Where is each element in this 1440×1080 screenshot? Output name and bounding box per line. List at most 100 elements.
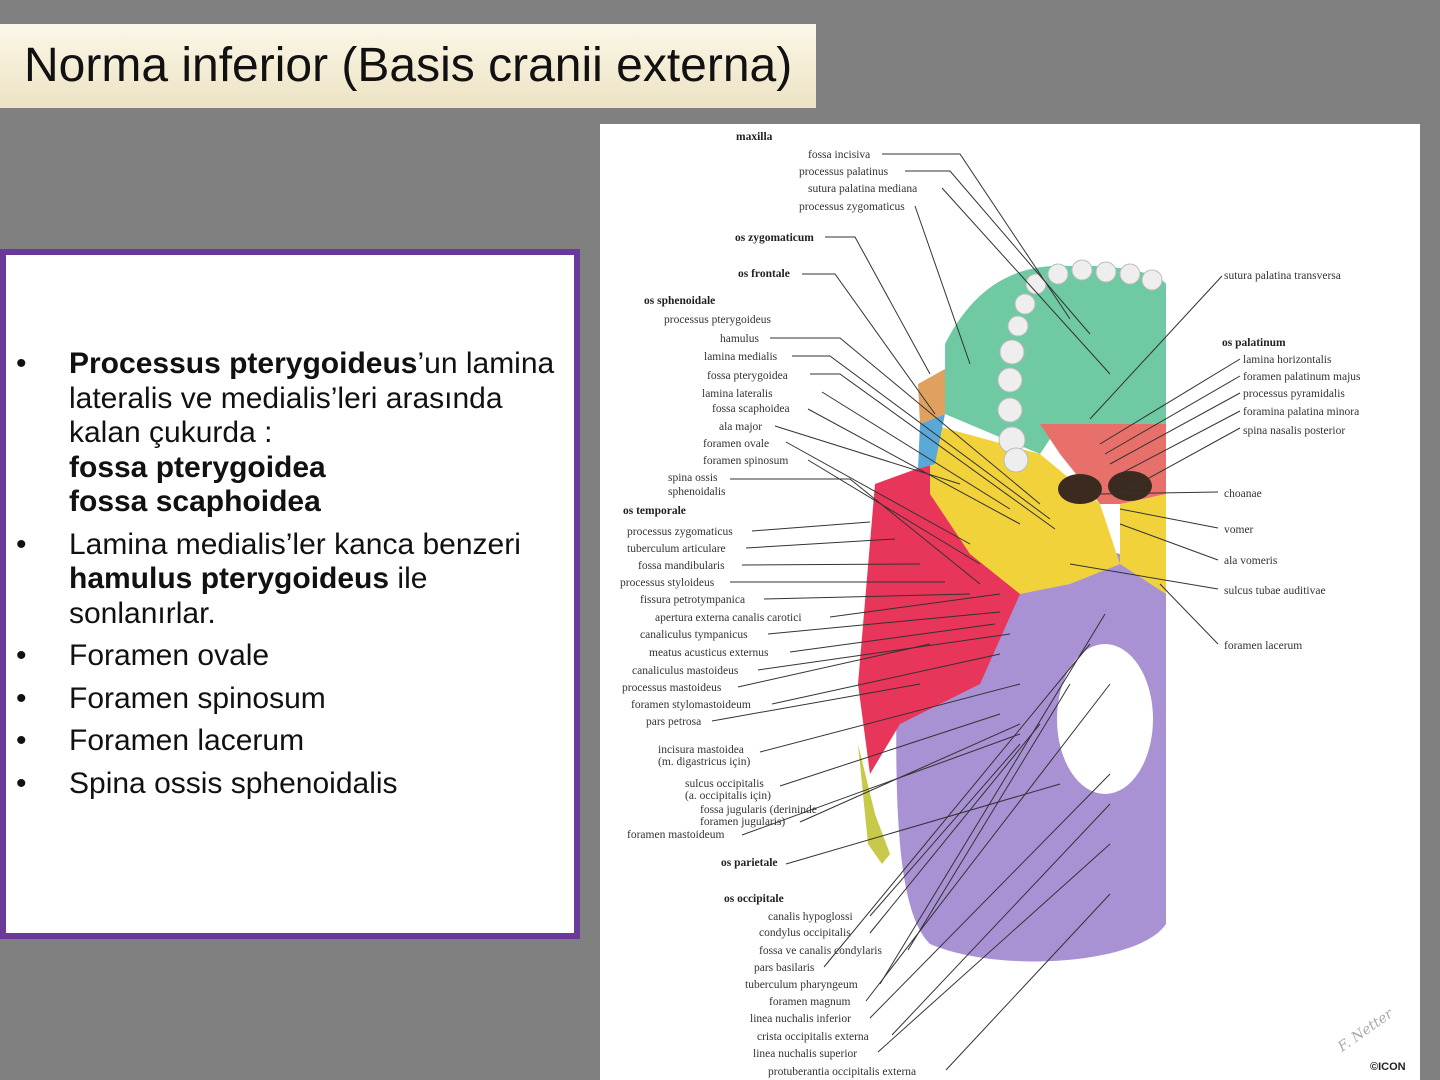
bullet-marker: •	[16, 639, 27, 672]
label-foramen-palatinum-majus: foramen palatinum majus	[1243, 371, 1361, 383]
foramen-magnum	[1057, 644, 1153, 794]
label-sulcus-tubae: sulcus tubae auditivae	[1224, 585, 1326, 597]
label-foramina-palatina-minora: foramina palatina minora	[1243, 406, 1359, 418]
label-spina-ossis-2: sphenoidalis	[668, 486, 726, 498]
label-processus-pyramidalis: processus pyramidalis	[1243, 388, 1345, 400]
zygomatic-region	[918, 414, 945, 469]
label-lamina-horizontalis: lamina horizontalis	[1243, 354, 1332, 366]
bullet-marker: •	[16, 766, 27, 800]
label-foramen-ovale: foramen ovale	[703, 438, 769, 450]
label-processus-palatinus: processus palatinus	[799, 166, 889, 178]
label-condylus-occipitalis: condylus occipitalis	[759, 927, 851, 939]
label-os-temporale: os temporale	[623, 505, 686, 517]
bullet-item-3: • Foramen ovale	[6, 639, 576, 674]
label-os-sphenoidale: os sphenoidale	[644, 295, 715, 307]
label-fossa-jug-2: foramen jugularis)	[700, 816, 785, 828]
label-fossa-pterygoidea: fossa pterygoidea	[707, 370, 788, 382]
label-fossa-mandibularis: fossa mandibularis	[638, 560, 725, 572]
label-lamina-medialis: lamina medialis	[704, 351, 778, 363]
label-canaliculus-mastoideus: canaliculus mastoideus	[632, 665, 739, 677]
left-labels: maxilla fossa incisiva processus palatin…	[620, 131, 917, 1078]
label-tuberculum-articulare: tuberculum articulare	[627, 543, 726, 555]
label-foramen-lacerum: foramen lacerum	[1224, 640, 1302, 652]
title-bar: Norma inferior (Basis cranii externa)	[0, 24, 816, 108]
content-textbox: • Processus pterygoideus’un lamina later…	[0, 249, 580, 939]
right-labels: sutura palatina transversa os palatinum …	[1222, 270, 1361, 652]
label-choanae: choanae	[1224, 488, 1262, 500]
label-processus-zygomaticus-temp: processus zygomaticus	[627, 526, 733, 538]
bullet-item-2: • Lamina medialis’ler kanca benzeri hamu…	[6, 528, 576, 632]
bullet-1-text: ’un lamina lateralis ve medialis’leri ar…	[69, 347, 555, 449]
label-lamina-lateralis: lamina lateralis	[702, 388, 773, 400]
label-fossa-jug-1: fossa jugularis (derininde	[700, 804, 817, 816]
label-canalis-hypoglossi: canalis hypoglossi	[768, 911, 853, 923]
label-os-parietale: os parietale	[721, 857, 778, 869]
label-sutura-palatina-transversa: sutura palatina transversa	[1224, 270, 1341, 282]
label-os-frontale: os frontale	[738, 268, 790, 280]
label-foramen-stylomastoideum: foramen stylomastoideum	[631, 699, 751, 711]
bullet-item-6: • Spina ossis sphenoidalis	[6, 767, 576, 802]
label-linea-nuchalis-inferior: linea nuchalis inferior	[750, 1013, 851, 1025]
label-fossa-canalis-condylaris: fossa ve canalis condylaris	[759, 945, 882, 957]
bullet-2-bold: hamulus pterygoideus	[69, 562, 390, 595]
label-apertura-externa: apertura externa canalis carotici	[655, 612, 802, 624]
label-tuberculum-pharyngeum: tuberculum pharyngeum	[745, 979, 858, 991]
teeth	[997, 259, 1163, 473]
bullet-5-text: Foramen lacerum	[69, 724, 305, 757]
bullet-item-5: • Foramen lacerum	[6, 724, 576, 759]
bullet-item-4: • Foramen spinosum	[6, 682, 576, 717]
label-foramen-magnum: foramen magnum	[769, 996, 850, 1008]
bullet-2-post: ile sonlanırlar.	[69, 562, 428, 630]
bullet-3-text: Foramen ovale	[69, 639, 270, 672]
label-vomer: vomer	[1224, 524, 1254, 536]
label-pars-petrosa: pars petrosa	[646, 716, 701, 728]
netter-signature: F. Netter	[1334, 1005, 1397, 1056]
label-canaliculus-tympanicus: canaliculus tympanicus	[640, 629, 748, 641]
label-os-occipitale: os occipitale	[724, 893, 784, 905]
label-protuberantia: protuberantia occipitalis externa	[768, 1066, 916, 1078]
anatomy-svg: maxilla fossa incisiva processus palatin…	[620, 131, 1406, 1078]
label-fissura-petrotympanica: fissura petrotympanica	[640, 594, 745, 606]
bullet-marker: •	[16, 527, 27, 561]
label-linea-nuchalis-superior: linea nuchalis superior	[753, 1048, 857, 1060]
label-processus-zygomaticus-max: processus zygomaticus	[799, 201, 905, 213]
label-spina-ossis-1: spina ossis	[668, 472, 718, 484]
label-foramen-mastoideum: foramen mastoideum	[627, 829, 724, 841]
bullet-6-text: Spina ossis sphenoidalis	[69, 766, 398, 800]
bullet-2-pre: Lamina medialis’ler kanca benzeri	[69, 527, 521, 561]
label-foramen-spinosum: foramen spinosum	[703, 455, 788, 467]
parietal-region	[858, 744, 890, 864]
label-meatus-acusticus: meatus acusticus externus	[649, 647, 769, 659]
choanae-opening-right	[1108, 471, 1152, 501]
choanae-opening	[1058, 474, 1102, 504]
label-fossa-scaphoidea: fossa scaphoidea	[712, 403, 790, 415]
label-pars-basilaris: pars basilaris	[754, 962, 815, 974]
bullet-marker: •	[16, 724, 27, 757]
label-sulcus-occ-2: (a. occipitalis için)	[685, 790, 771, 802]
bullet-1-bold: Processus pterygoideus	[69, 347, 418, 380]
sphenoid-region	[930, 424, 1120, 594]
icon-logo: ©ICON	[1370, 1061, 1406, 1073]
label-sulcus-occ-1: sulcus occipitalis	[685, 778, 764, 790]
label-hamulus: hamulus	[720, 333, 759, 345]
frontal-region	[918, 369, 945, 424]
label-spina-nasalis-posterior: spina nasalis posterior	[1243, 425, 1345, 437]
label-os-palatinum: os palatinum	[1222, 337, 1286, 349]
bullet-marker: •	[16, 681, 27, 715]
bullet-1-term-2: fossa scaphoidea	[69, 485, 321, 518]
bullet-4-text: Foramen spinosum	[69, 681, 326, 715]
label-processus-pterygoideus: processus pterygoideus	[664, 314, 772, 326]
bullet-1-term-1: fossa pterygoidea	[69, 450, 326, 484]
label-os-zygomaticum: os zygomaticum	[735, 232, 814, 244]
label-incisura-2: (m. digastricus için)	[658, 756, 750, 768]
label-ala-major: ala major	[719, 421, 762, 433]
bullet-list: • Processus pterygoideus’un lamina later…	[6, 347, 576, 809]
skull-base-illustration: maxilla fossa incisiva processus palatin…	[600, 124, 1420, 1080]
bullet-marker: •	[16, 347, 27, 380]
slide-title: Norma inferior (Basis cranii externa)	[24, 39, 793, 92]
label-crista-occipitalis: crista occipitalis externa	[757, 1031, 869, 1043]
label-ala-vomeris: ala vomeris	[1224, 555, 1278, 567]
bullet-item-1: • Processus pterygoideus’un lamina later…	[6, 347, 576, 520]
leader-lines	[711, 153, 1241, 1071]
label-processus-mastoideus: processus mastoideus	[622, 682, 722, 694]
